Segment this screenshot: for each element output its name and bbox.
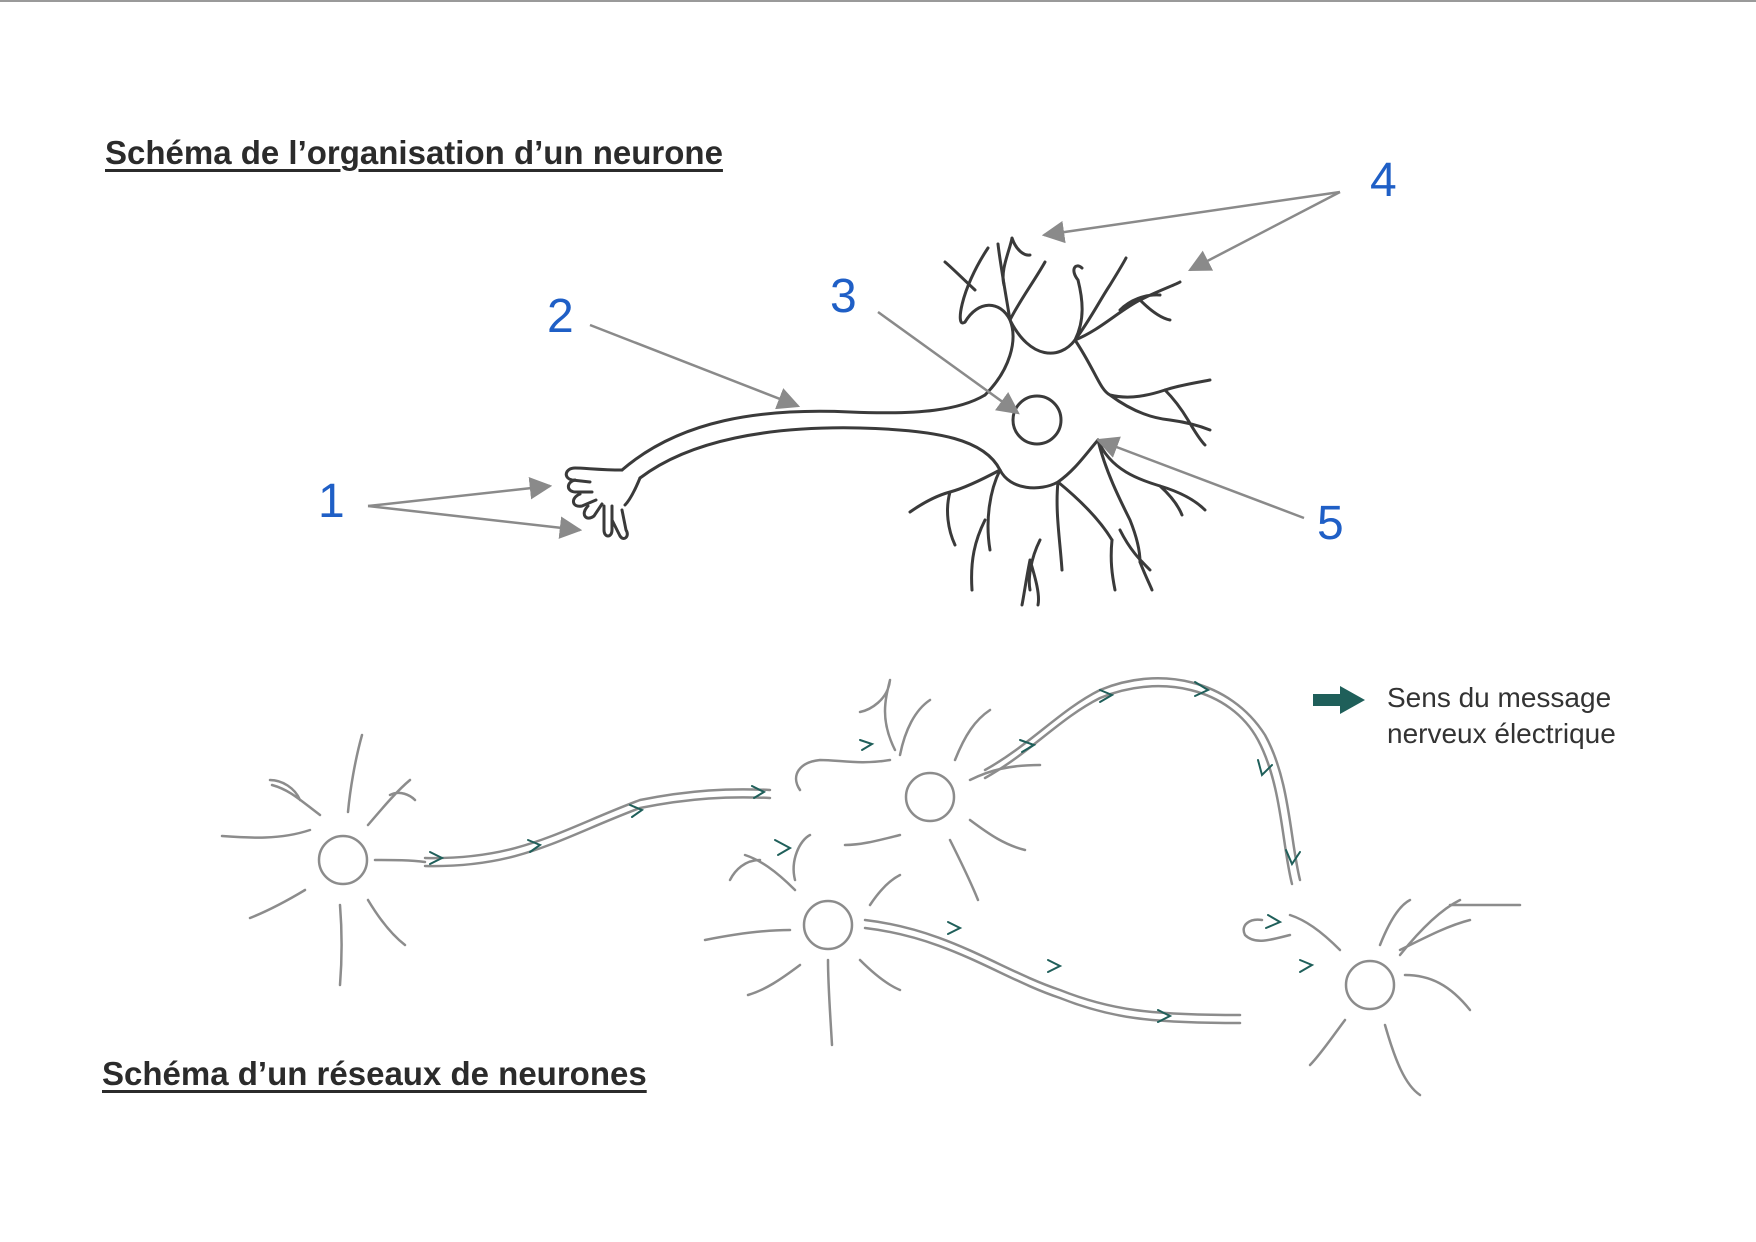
axon-upper xyxy=(620,393,987,472)
dir-arrow-13 xyxy=(1157,1009,1173,1023)
dir-arrow-2 xyxy=(527,839,543,853)
network-axon-loop-2 xyxy=(983,685,1294,886)
network-neuron-b xyxy=(794,678,1042,902)
dendrite-top-right xyxy=(1073,280,1182,342)
pointer-4a xyxy=(1041,190,1341,244)
soma-bottom xyxy=(998,438,1114,572)
dir-arrow-7 xyxy=(1099,689,1115,703)
direction-arrows xyxy=(429,681,1315,1023)
dir-arrow-9 xyxy=(1257,759,1273,777)
label-4: 4 xyxy=(1370,154,1397,207)
network-axon-ab-2 xyxy=(423,796,772,868)
dir-arrow-10 xyxy=(1285,849,1301,867)
dir-arrow-16 xyxy=(1299,959,1315,973)
neuron-diagram-title: Schéma de l’organisation d’un neurone xyxy=(105,134,723,171)
network-axon-ab-1 xyxy=(423,788,772,860)
soma-right xyxy=(1073,338,1212,447)
dir-arrow-5 xyxy=(859,739,875,751)
dir-arrow-3 xyxy=(629,804,645,818)
label-pointers xyxy=(367,190,1341,539)
pointer-1a xyxy=(367,477,553,508)
pointer-2 xyxy=(589,323,801,410)
pointer-1b xyxy=(367,504,583,539)
dendrite-lower-right xyxy=(1109,528,1154,592)
dir-arrow-11 xyxy=(947,921,963,935)
network-diagram-title: Schéma d’un réseaux de neurones xyxy=(102,1055,647,1092)
legend-text: Sens du message nerveux électrique xyxy=(1387,680,1677,752)
dir-arrow-15 xyxy=(1265,914,1283,929)
label-5: 5 xyxy=(1317,497,1344,550)
dir-arrow-6 xyxy=(1019,739,1037,753)
label-1: 1 xyxy=(318,475,345,528)
network-diagram xyxy=(220,677,1522,1097)
network-neuron-c xyxy=(703,833,902,1047)
dir-arrow-4 xyxy=(751,785,767,799)
label-3: 3 xyxy=(830,270,857,323)
neuron-diagram xyxy=(564,236,1212,607)
neuron-nucleus xyxy=(1011,394,1063,446)
dir-arrow-14 xyxy=(774,839,793,856)
pointer-5 xyxy=(1095,436,1305,520)
network-neuron-a xyxy=(220,733,427,987)
dir-arrow-8 xyxy=(1194,681,1211,697)
axon-lower xyxy=(638,426,1002,480)
network-axon-cd-1 xyxy=(863,918,1242,1017)
network-axon-cd-2 xyxy=(863,926,1242,1025)
legend-arrow-icon xyxy=(1313,686,1365,714)
legend-line-1: Sens du message xyxy=(1387,682,1612,713)
dendrite-bottom xyxy=(908,468,1042,607)
network-axon-loop-1 xyxy=(983,677,1302,882)
page-edge xyxy=(0,0,1756,2)
dir-arrow-12 xyxy=(1047,959,1063,973)
axon-terminal xyxy=(564,466,642,540)
soma-top xyxy=(1008,256,1128,355)
legend-line-2: nerveux électrique xyxy=(1387,718,1616,749)
network-neuron-d xyxy=(1242,898,1522,1097)
soma-lower-right xyxy=(1096,438,1207,564)
dir-arrow-1 xyxy=(429,851,445,865)
dendrite-top-left xyxy=(943,236,1032,325)
pointer-3 xyxy=(877,310,1020,415)
pointer-4b xyxy=(1188,190,1341,272)
label-2: 2 xyxy=(547,290,574,343)
